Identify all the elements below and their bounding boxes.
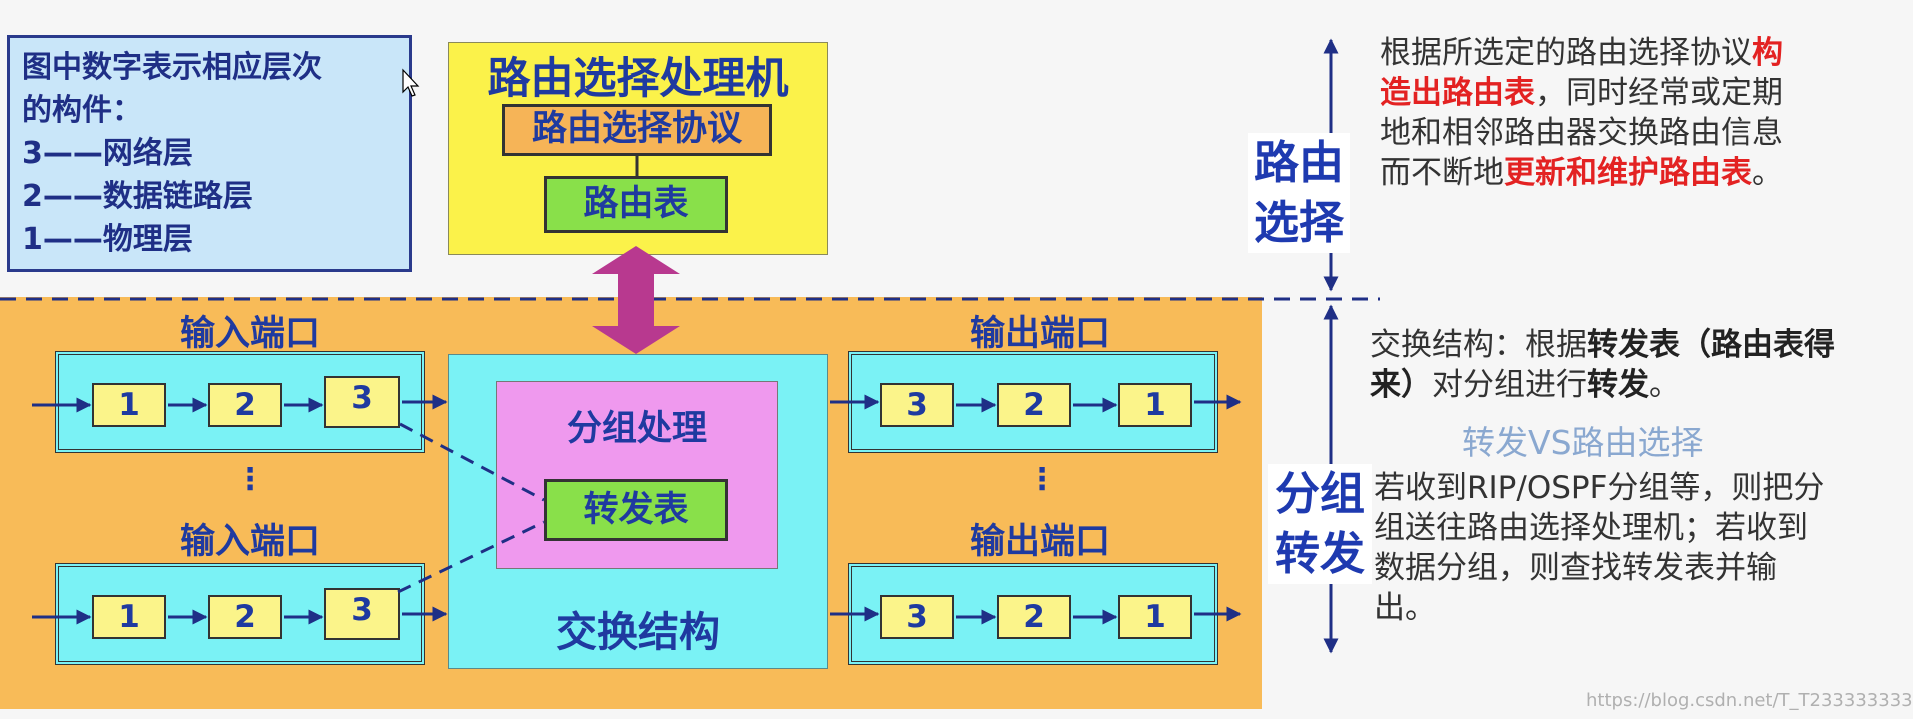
routing-desc-text: ，同时经常或定期地和相邻路由器交换路由信息而不断地 — [1380, 75, 1783, 191]
routing-protocol-box: 路由选择协议 — [502, 104, 772, 156]
forwarding-table-box: 转发表 — [544, 479, 728, 541]
router-architecture-diagram: 图中数字表示相应层次 的构件： 3——网络层 2——数据链路层 1——物理层 路… — [0, 33, 1913, 711]
output-layer-cell: 2 — [997, 595, 1071, 639]
routing-table-box: 路由表 — [544, 176, 728, 233]
forwarding-desc-bold: （路由表得来） — [1370, 327, 1835, 403]
input-port-label: 输入端口 — [179, 314, 320, 354]
forwarding-desc-text: 交换结构：根据 — [1370, 327, 1587, 363]
layer-legend: 图中数字表示相应层次 的构件： 3——网络层 2——数据链路层 1——物理层 — [7, 35, 412, 272]
forwarding-vs-routing-link[interactable]: 转发VS路由选择 — [1462, 423, 1704, 462]
lookup-dashed-line — [399, 422, 545, 502]
forwarding-desc-bold: 转发 — [1587, 367, 1649, 403]
lookup-dashed-line — [397, 520, 545, 594]
routing-processor-title: 路由选择处理机 — [487, 54, 789, 104]
routing-desc-highlight: 更新和维护路由表 — [1504, 155, 1752, 191]
forwarding-desc-bold: 转发表 — [1587, 327, 1680, 363]
output-port-label: 输出端口 — [969, 522, 1110, 562]
output-layer-cell: 3 — [880, 383, 954, 427]
forwarding-side-label: 分组 转发 — [1268, 464, 1372, 584]
routing-side-label: 路由 选择 — [1248, 133, 1350, 253]
legend-line: 1——物理层 — [22, 222, 193, 257]
legend-line: 的构件： — [22, 93, 142, 128]
packet-processing-title: 分组处理 — [566, 409, 707, 449]
legend-line: 2——数据链路层 — [22, 179, 253, 214]
output-layer-cell: 1 — [1118, 595, 1192, 639]
input-port-label: 输入端口 — [179, 522, 320, 562]
routing-desc-text: 。 — [1752, 155, 1783, 191]
output-layer-cell: 1 — [1118, 383, 1192, 427]
input-layer-cell: 3 — [324, 376, 400, 428]
forwarding-desc-text: 对分组进行 — [1432, 367, 1587, 403]
output-layer-cell: 3 — [880, 595, 954, 639]
forwarding-rule-description: 若收到RIP/OSPF分组等，则把分组送往路由选择处理机；若收到数据分组，则查找… — [1374, 470, 1825, 626]
watermark: https://blog.csdn.net/T_T233333333 — [1586, 690, 1913, 711]
mouse-cursor-icon — [402, 68, 420, 97]
input-layer-cell: 1 — [92, 383, 166, 427]
routing-desc-highlight: 构造出路由表 — [1380, 35, 1783, 111]
routing-description: 根据所选定的路由选择协议构造出路由表，同时经常或定期地和相邻路由器交换路由信息而… — [1380, 33, 1810, 193]
output-port-label: 输出端口 — [969, 314, 1110, 354]
output-layer-cell: 2 — [997, 383, 1071, 427]
routing-desc-text: 根据所选定的路由选择协议 — [1380, 35, 1752, 71]
routing-switch-double-arrow — [592, 246, 680, 354]
legend-line: 图中数字表示相应层次 — [22, 50, 322, 85]
switch-fabric-title: 交换结构 — [556, 608, 720, 656]
forwarding-desc-text: 。 — [1649, 367, 1680, 403]
input-layer-cell: 2 — [208, 595, 282, 639]
forwarding-description: 交换结构：根据转发表（路由表得来）对分组进行转发。 — [1370, 325, 1840, 405]
input-layer-cell: 3 — [324, 588, 400, 640]
input-layer-cell: 2 — [208, 383, 282, 427]
legend-line: 3——网络层 — [22, 136, 193, 171]
input-layer-cell: 1 — [92, 595, 166, 639]
